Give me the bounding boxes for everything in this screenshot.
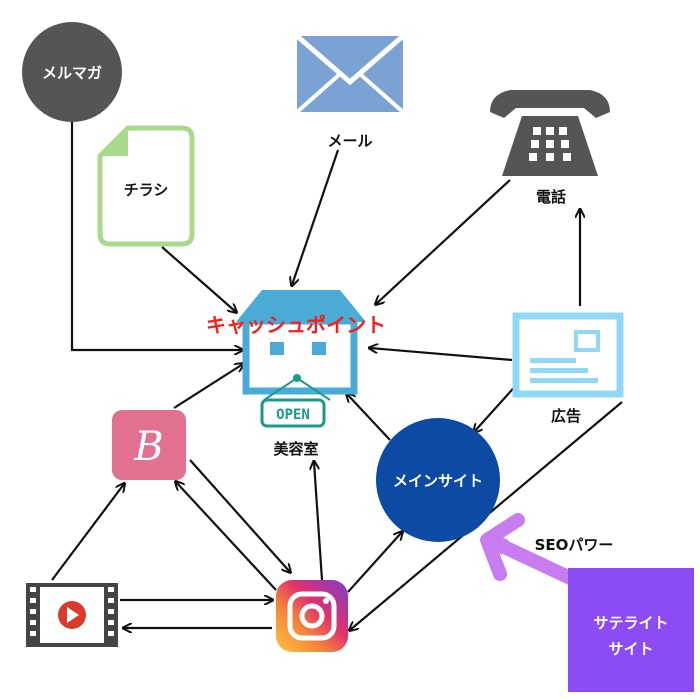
mail-label: メール	[327, 132, 372, 150]
blog-letter: B	[133, 424, 163, 470]
video-icon	[26, 583, 118, 647]
arrow-mainsite-to-shop	[347, 394, 391, 441]
phone-label: 電話	[536, 188, 566, 206]
seo-label: SEOパワー	[535, 536, 614, 554]
main-site-label: メインサイト	[393, 472, 483, 490]
arrow-phone-to-shop	[376, 179, 511, 304]
arrow-instagram-to-salon	[314, 462, 324, 581]
ad-label: 広告	[551, 407, 581, 425]
satellite-label-line1: サテライト	[593, 614, 668, 632]
shop-icon	[236, 290, 366, 395]
arrow-video-to-blog	[51, 484, 124, 581]
mail-icon	[295, 34, 405, 114]
salon-label: 美容室	[273, 440, 318, 458]
open-sign-text: OPEN	[276, 407, 310, 423]
arrow-blog-to-instagram	[189, 459, 290, 572]
satellite-label-line2: サイト	[608, 640, 653, 658]
blog-icon: B	[112, 410, 186, 480]
ad-icon	[512, 312, 624, 398]
arrow-instagram-to-blog	[176, 482, 277, 591]
flyer-icon	[97, 125, 195, 247]
arrow-mail-to-shop	[292, 149, 340, 285]
arrow-flyer-to-shop	[161, 246, 236, 312]
cashpoint-label: キャッシュポイント	[206, 313, 386, 337]
arrow-ad-to-shop	[370, 348, 513, 362]
main-site-node: メインサイト	[376, 418, 500, 542]
phone-icon	[490, 90, 610, 176]
open-sign: OPEN	[260, 374, 331, 428]
satellite-site-node: サテライト サイト	[568, 568, 694, 692]
flyer-label: チラシ	[124, 181, 169, 199]
mailmag-node: メルマガ	[22, 22, 122, 122]
seo-arrowhead	[480, 513, 525, 581]
mailmag-label: メルマガ	[42, 64, 102, 82]
arrow-blog-to-shop	[173, 364, 243, 409]
arrow-instagram-to-mainsite	[347, 532, 402, 593]
arrow-mailmag-to-shop	[70, 122, 242, 350]
instagram-icon	[276, 580, 348, 652]
